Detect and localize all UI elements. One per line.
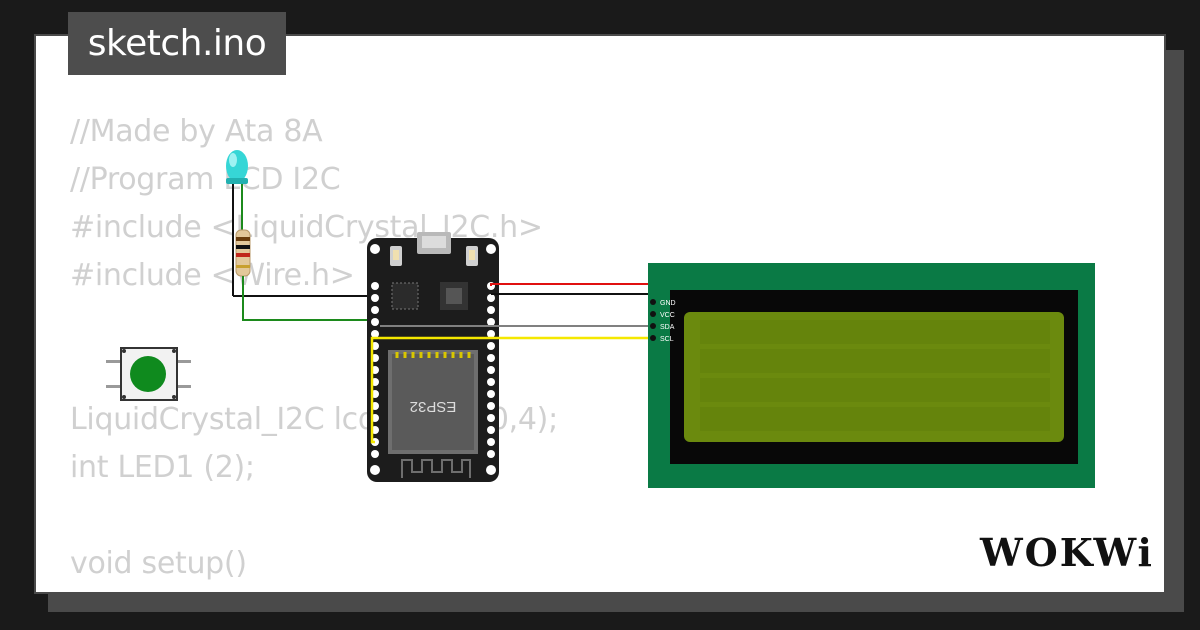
code-line: //Made by Ata 8A <box>70 114 323 149</box>
file-tab[interactable]: sketch.ino <box>68 12 286 75</box>
lcd-pin-vcc: VCC <box>660 312 675 319</box>
lcd-pin-gnd: GND <box>660 300 676 307</box>
resistor-icon[interactable] <box>235 229 251 277</box>
lcd-2004-icon[interactable]: GND VCC SDA SCL <box>648 263 1095 488</box>
code-line: void setup() <box>70 546 247 581</box>
lcd-pin-scl: SCL <box>660 336 674 343</box>
logo-text: WOKWi <box>979 530 1151 575</box>
code-line: int LED1 (2); <box>70 450 255 485</box>
code-line: #include <Wire.h> <box>70 258 355 293</box>
esp32-board-icon[interactable]: ESP32 <box>367 232 499 482</box>
led-icon[interactable] <box>226 150 248 296</box>
wokwi-logo[interactable]: WOKWi <box>976 528 1151 576</box>
pushbutton-icon[interactable] <box>106 347 191 401</box>
board-label: ESP32 <box>410 398 457 415</box>
lcd-pin-sda: SDA <box>660 324 675 331</box>
